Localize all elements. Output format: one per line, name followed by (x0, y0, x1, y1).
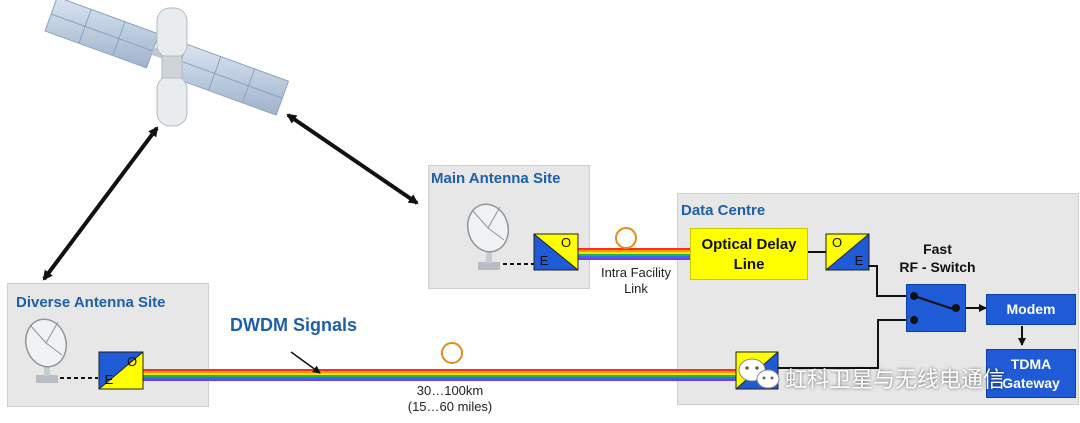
dwdm-signals-label: DWDM Signals (230, 315, 358, 335)
converter-e-label: E (539, 253, 549, 268)
uplink-arrow-diverse (42, 126, 159, 281)
converter-o-label: O (560, 235, 572, 250)
diverse-antenna-site-title: Diverse Antenna Site (16, 294, 166, 311)
eo-converter-main (533, 233, 579, 271)
converter-e-label: E (104, 372, 114, 387)
intra-facility-link-label: Intra Facility Link (600, 265, 672, 296)
rf-switch-label: Fast RF - Switch (899, 241, 976, 275)
dish-antenna-icon (24, 318, 68, 383)
watermark-text: 虹科卫星与无线电通信 (785, 368, 1006, 393)
fiber-loop-icon (615, 227, 637, 249)
fiber-loop-icon (441, 342, 463, 364)
tdma-gateway-box: TDMA Gateway (986, 349, 1076, 398)
optical-delay-line-box: Optical Delay Line (690, 228, 808, 280)
modem-box: Modem (986, 294, 1076, 325)
converter-o-label: O (126, 354, 138, 369)
satellite-icon (44, 0, 290, 127)
converter-e-label: E (854, 253, 864, 268)
main-antenna-site-title: Main Antenna Site (431, 170, 561, 187)
converter-o-label: O (831, 235, 843, 250)
distance-label: 30…100km (15…60 miles) (407, 383, 493, 414)
eo-converter-diverse (98, 351, 144, 390)
oe-converter-dc-top (825, 233, 870, 271)
dwdm-pointer-arrow (290, 351, 321, 374)
dwdm-fiber (143, 369, 736, 381)
uplink-arrow-main (286, 113, 419, 205)
intra-facility-fiber (576, 248, 690, 260)
dish-antenna-icon (466, 203, 510, 270)
data-centre-title: Data Centre (681, 202, 766, 219)
